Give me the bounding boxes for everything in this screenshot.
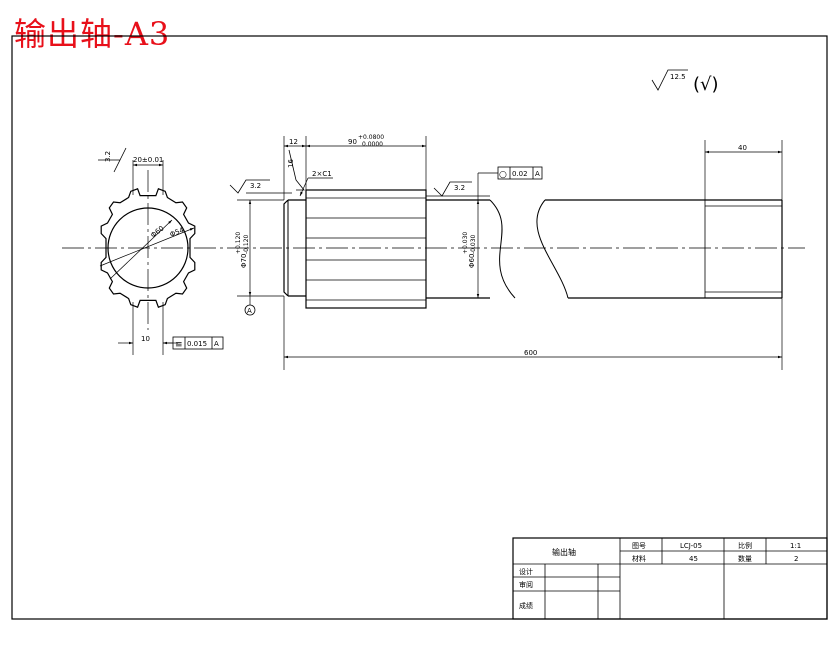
title-block-scale-label: 比例 [738, 541, 752, 550]
dim-total: 600 [524, 349, 537, 357]
break-line-left [489, 199, 516, 299]
title-block: 输出轴 图号 LCJ-05 比例 1:1 材料 45 数量 2 设计 审阅 成绩 [512, 537, 828, 620]
circularity-value: 0.02 [512, 170, 528, 178]
right-dia-upper: +0.030 [462, 232, 469, 254]
section-roughness-symbol [98, 147, 127, 173]
shaft-view: 12 90 +0.0800 0.0000 3.2 16 2×C1 3.2 Φ70… [229, 134, 783, 370]
dia-leader-2 [99, 227, 195, 267]
right-dia-lower: -0.030 [470, 234, 477, 254]
title-block-design-label: 设计 [519, 567, 533, 576]
shaft-roughness-chamfer-value: 16 [287, 159, 295, 168]
spline-length-lower: 0.0000 [362, 141, 383, 148]
datum-a-label: A [247, 307, 252, 315]
circularity-datum: A [535, 170, 540, 178]
shaft-roughness-right-value: 3.2 [454, 184, 465, 192]
chamfer-label: 2×C1 [312, 170, 332, 178]
general-roughness-note: 12.5 (√) [651, 69, 719, 95]
shaft-roughness-right-symbol [433, 181, 472, 197]
symmetry-value: 0.015 [187, 340, 207, 348]
circularity-tolerance-frame: ○ 0.02 A [497, 166, 543, 180]
left-dia-lower: -0.120 [243, 234, 250, 254]
section-view: 20±0.01 3.2 Φ60 Φ54 10 ≡ 0.015 A [62, 147, 805, 355]
title-block-part-name: 输出轴 [552, 547, 576, 557]
general-roughness-suffix: (√) [693, 74, 719, 95]
page-title: 输出轴-A3 [14, 15, 171, 53]
symmetry-symbol: ≡ [175, 340, 183, 350]
spline-length-upper: +0.0800 [358, 134, 384, 141]
drawing-frame [11, 35, 828, 620]
title-block-drawing-no-label: 图号 [632, 542, 646, 550]
symmetry-datum: A [214, 340, 219, 348]
spline-length-base: 90 [348, 138, 357, 146]
shaft-left-end [283, 199, 289, 297]
spline-body [305, 189, 427, 309]
general-roughness-value: 12.5 [670, 73, 686, 81]
title-block-scale: 1:1 [790, 542, 801, 550]
dim-12: 12 [289, 138, 298, 146]
symmetry-tolerance-frame: ≡ 0.015 A [172, 336, 224, 350]
keyway-width-dim: 20±0.01 [133, 156, 163, 164]
shaft-roughness-left-value: 3.2 [250, 182, 261, 190]
title-block-quantity: 2 [794, 555, 798, 563]
right-dia-base: Φ60 [468, 254, 476, 268]
spline-profile [100, 188, 196, 308]
section-dia-label-1: Φ60 [149, 224, 165, 239]
inner-bore-circle [107, 207, 189, 289]
datum-a-marker [244, 304, 256, 316]
title-block-material-label: 材料 [632, 554, 646, 563]
title-block-material: 45 [689, 555, 698, 563]
dim-40: 40 [738, 144, 747, 152]
title-block-drawing-no: LCJ-05 [680, 542, 702, 550]
title-block-review-label: 审阅 [519, 580, 533, 589]
title-block-quantity-label: 数量 [738, 554, 752, 563]
section-roughness-value: 3.2 [104, 151, 112, 162]
shaft-roughness-left-symbol [229, 179, 270, 194]
shaft-roughness-chamfer-symbol [288, 149, 305, 191]
section-bottom-dim: 10 [141, 335, 150, 343]
title-block-grade-label: 成绩 [519, 601, 533, 610]
left-dia-upper: +0.120 [235, 232, 242, 254]
circularity-symbol: ○ [499, 170, 507, 180]
left-dia-base: Φ70 [240, 254, 248, 268]
break-line-right [536, 199, 569, 299]
